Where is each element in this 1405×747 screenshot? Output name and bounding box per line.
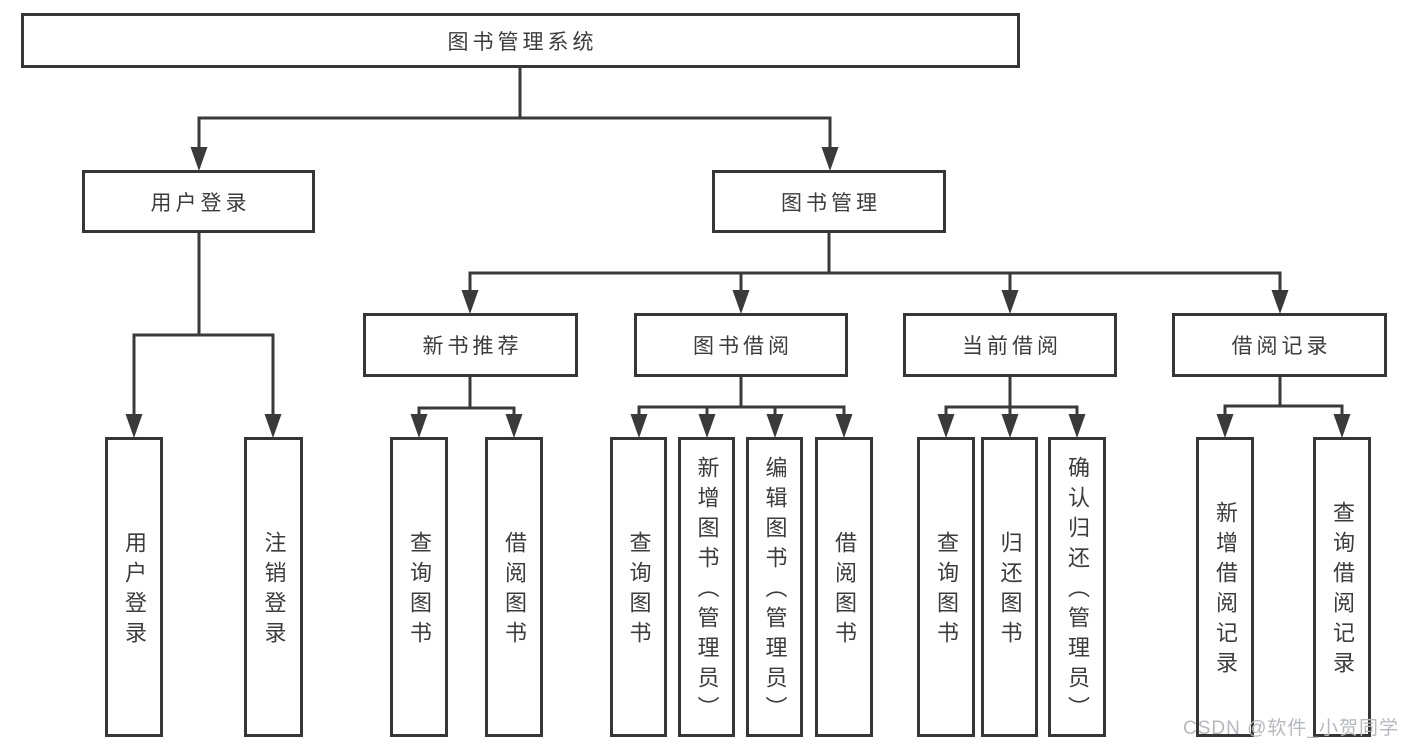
leaf-label: 编辑图书（管理员） — [762, 456, 788, 726]
leaf-label: 借阅图书 — [832, 531, 857, 651]
node-library-system: 图书管理系统 — [21, 13, 1020, 68]
edge-new-book-recommend-to-leaves — [417, 377, 516, 416]
leaf-label: 注销登录 — [261, 531, 287, 651]
leaf-label: 查询图书 — [626, 531, 652, 651]
leaf-add-borrow-record: 新增借阅记录 — [1196, 437, 1254, 737]
leaf-label: 新增借阅记录 — [1213, 501, 1238, 681]
node-label: 借阅记录 — [1231, 335, 1332, 358]
node-borrowing-records: 借阅记录 — [1172, 313, 1387, 377]
leaf-query-borrow-record: 查询借阅记录 — [1313, 437, 1371, 737]
edge-book-management-to-level3 — [468, 233, 1282, 292]
leaf-user-login: 用户登录 — [105, 437, 163, 737]
leaf-label: 归还图书 — [997, 531, 1023, 651]
leaf-return-book: 归还图书 — [981, 437, 1038, 737]
leaf-borrow-books-recommend: 借阅图书 — [485, 437, 543, 737]
leaf-logout-login: 注销登录 — [244, 437, 303, 737]
leaf-add-book-admin: 新增图书（管理员） — [678, 437, 735, 737]
csdn-watermark: CSDN @软件_小贺同学 — [1183, 718, 1399, 739]
edge-borrowing-records-to-leaves — [1223, 377, 1344, 416]
node-label: 图书管理系统 — [447, 30, 598, 54]
leaf-query-books-recommend: 查询图书 — [390, 437, 448, 737]
node-label: 图书管理 — [781, 191, 881, 215]
edge-user-login-to-leaves — [132, 233, 275, 416]
edge-book-borrowing-to-leaves — [637, 377, 846, 416]
edge-current-borrowing-to-leaves — [944, 377, 1079, 416]
node-current-borrowing: 当前借阅 — [903, 313, 1117, 377]
leaf-label: 新增图书（管理员） — [694, 456, 720, 726]
leaf-label: 确认归还（管理员） — [1065, 456, 1090, 726]
leaf-label: 用户登录 — [122, 531, 147, 651]
leaf-confirm-return-admin: 确认归还（管理员） — [1048, 437, 1106, 737]
node-book-management: 图书管理 — [712, 170, 946, 233]
leaf-label: 查询借阅记录 — [1330, 501, 1355, 681]
leaf-query-books-current: 查询图书 — [917, 437, 975, 737]
node-user-login: 用户登录 — [82, 170, 315, 233]
leaf-label: 借阅图书 — [502, 531, 527, 651]
edge-root-to-level2 — [197, 68, 832, 150]
node-new-book-recommend: 新书推荐 — [363, 313, 578, 377]
leaf-borrow-book: 借阅图书 — [815, 437, 873, 737]
leaf-query-books-borrowing: 查询图书 — [610, 437, 667, 737]
node-label: 新书推荐 — [422, 335, 523, 358]
node-label: 当前借阅 — [962, 335, 1062, 358]
node-book-borrowing: 图书借阅 — [634, 313, 848, 377]
leaf-label: 查询图书 — [407, 531, 432, 651]
node-label: 图书借阅 — [693, 335, 793, 358]
node-label: 用户登录 — [150, 191, 251, 215]
leaf-label: 查询图书 — [934, 531, 959, 651]
leaf-edit-book-admin: 编辑图书（管理员） — [746, 437, 803, 737]
